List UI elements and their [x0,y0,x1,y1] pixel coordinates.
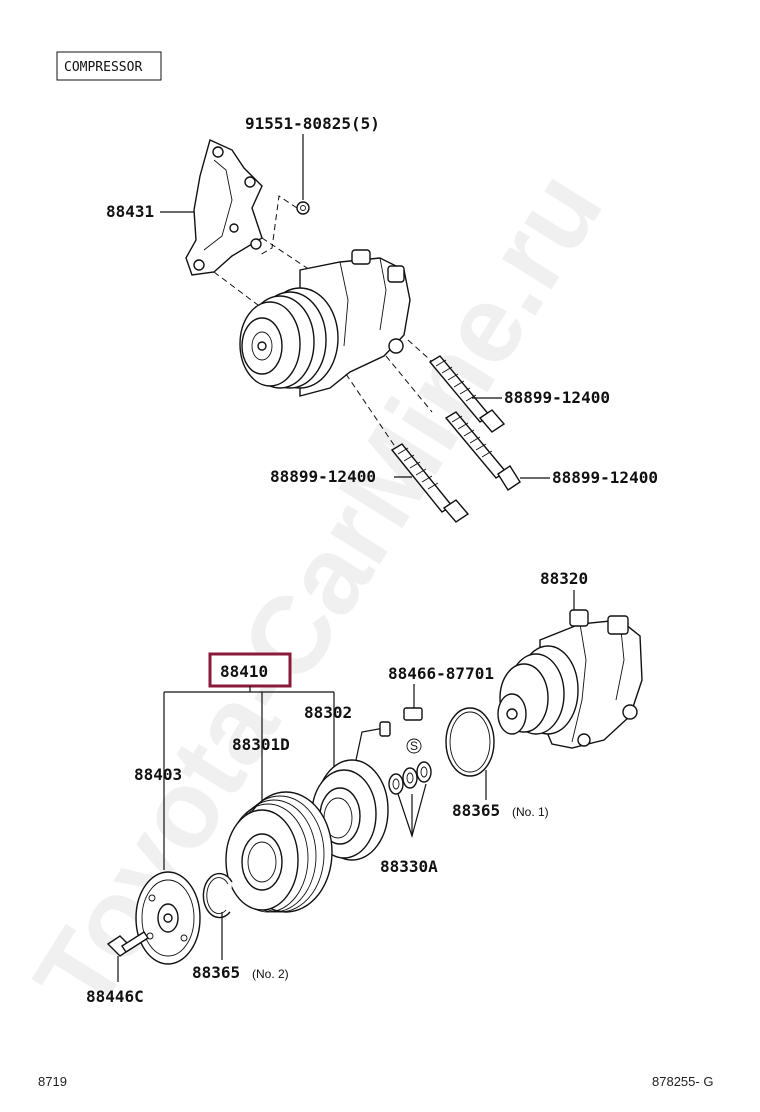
label-88446c[interactable]: 88446C [86,987,144,1006]
hub-bolt-drawing[interactable] [106,931,149,957]
label-88466-87701[interactable]: 88466-87701 [388,664,494,683]
hub-drawing[interactable] [135,871,201,965]
shims-drawing[interactable] [388,761,432,795]
label-88410[interactable]: 88410 [220,662,268,681]
label-91551-80825[interactable]: 91551-80825(5) [245,114,380,133]
label-bolt-b[interactable]: 88899-12400 [552,468,658,487]
label-88431[interactable]: 88431 [106,202,154,221]
footer-left: 8719 [38,1074,67,1089]
label-88320[interactable]: 88320 [540,569,588,588]
clutch-assy-highlight[interactable]: 88410 [208,652,292,688]
footer-right: 878255- G [652,1074,713,1089]
note-snapring: (No. 2) [252,967,289,981]
label-88403[interactable]: 88403 [134,765,182,784]
label-bolt-c[interactable]: 88899-12400 [270,467,376,486]
oring-no1-drawing[interactable] [445,707,495,777]
label-oring-no1[interactable]: 88365 [452,801,500,820]
bolt-c-drawing[interactable] [390,443,470,523]
label-88302[interactable]: 88302 [304,703,352,722]
section-label-box: COMPRESSOR [56,51,162,81]
snapring-drawing[interactable] [202,872,233,919]
section-label: COMPRESSOR [64,60,142,75]
bracket-drawing[interactable] [185,139,263,276]
bolt-a-drawing[interactable] [428,355,506,433]
compressor-lower-drawing[interactable] [497,609,643,749]
s-mark-1-text: S [410,739,418,753]
label-snapring[interactable]: 88365 [192,963,240,982]
note-oring-no1: (No. 1) [512,805,549,819]
small-bolt-icon [296,201,310,215]
label-bolt-a[interactable]: 88899-12400 [504,388,610,407]
label-88330a[interactable]: 88330A [380,857,438,876]
pulley-drawing[interactable] [225,791,333,913]
label-88301d[interactable]: 88301D [232,735,290,754]
compressor-upper-drawing[interactable] [239,249,411,397]
bolt-b-drawing[interactable] [444,411,521,491]
s-mark-1: S [406,738,422,754]
